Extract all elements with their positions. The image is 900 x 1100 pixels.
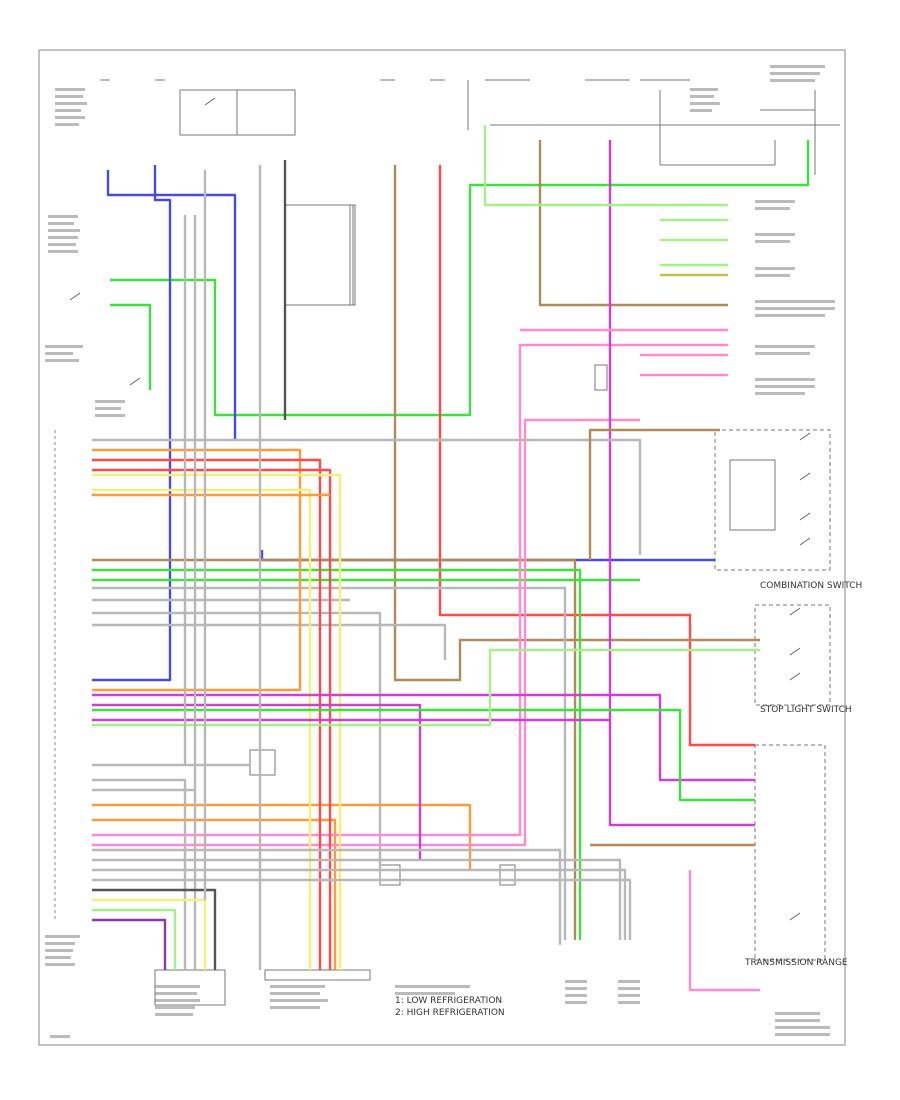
wire-gray-14 xyxy=(92,623,447,660)
switch-contact-5 xyxy=(789,607,801,616)
switch-contact-8 xyxy=(129,377,141,386)
switch-contact-2 xyxy=(799,472,811,481)
wire-tan-8 xyxy=(92,558,577,940)
switch-contact-4 xyxy=(799,537,811,546)
transmission-range-title: TRANSMISSION RANGE xyxy=(744,958,848,968)
wire-blue-3 xyxy=(92,165,172,682)
wire-lightgreen-45 xyxy=(92,908,177,970)
wire-yellow-22 xyxy=(92,473,342,970)
wire-magenta-26 xyxy=(608,140,755,827)
wire-tan-47 xyxy=(588,428,720,560)
wire-pink-50 xyxy=(688,870,760,992)
wire-gray-11 xyxy=(92,586,567,940)
wire-red-21 xyxy=(92,468,332,970)
legend-item-1: 1: LOW REFRIGERATION xyxy=(395,996,502,1006)
wire-lightgreen-30 xyxy=(483,125,728,207)
component-boxes xyxy=(154,364,831,1006)
switch-contact-10 xyxy=(789,912,801,921)
wire-green-9 xyxy=(92,568,582,940)
wire-magenta-25 xyxy=(92,703,422,860)
stop-light-switch-title: STOP LIGHT SWITCH xyxy=(760,705,852,715)
switch-contact-0 xyxy=(204,97,216,106)
switch-contact-6 xyxy=(789,647,801,656)
wire-tan-6 xyxy=(393,165,760,682)
wire-orange-16 xyxy=(92,803,472,870)
switch-contact-7 xyxy=(789,672,801,681)
wire-gray-40 xyxy=(92,858,622,940)
combination-switch-title: COMBINATION SWITCH xyxy=(760,581,862,591)
wire-yellow-23 xyxy=(92,488,312,970)
wires xyxy=(69,97,811,992)
wire-red-5 xyxy=(438,165,755,747)
wire-pink-18 xyxy=(92,343,728,837)
switch-contact-9 xyxy=(69,292,81,301)
wire-gray-13 xyxy=(92,611,382,870)
diagram-frame xyxy=(38,49,846,1046)
top-power-bus xyxy=(100,79,840,175)
switch-contact-1 xyxy=(799,432,811,441)
relay-box-top xyxy=(179,89,356,306)
wire-green-0 xyxy=(110,140,810,417)
legend-item-2: 2: HIGH REFRIGERATION xyxy=(395,1008,505,1018)
wire-pink-19 xyxy=(92,418,640,847)
wire-gray-41 xyxy=(92,868,627,940)
wire-tan-7 xyxy=(538,140,728,307)
label-marks xyxy=(45,65,835,1038)
switch-contact-3 xyxy=(799,512,811,521)
wire-purple-46 xyxy=(92,918,167,970)
wire-red-20 xyxy=(92,458,322,970)
wire-black-43 xyxy=(92,888,217,970)
wire-gray-37 xyxy=(92,778,187,970)
wire-magenta-24 xyxy=(92,693,755,782)
wire-gray-35 xyxy=(92,438,642,555)
wire-green-1 xyxy=(110,303,152,390)
wire-gray-39 xyxy=(92,848,562,945)
wire-gray-42 xyxy=(92,878,632,940)
wire-green-28 xyxy=(92,708,755,802)
wire-lightgreen-29 xyxy=(92,648,760,727)
wire-orange-17 xyxy=(92,818,337,970)
wire-blue-2 xyxy=(106,170,237,440)
